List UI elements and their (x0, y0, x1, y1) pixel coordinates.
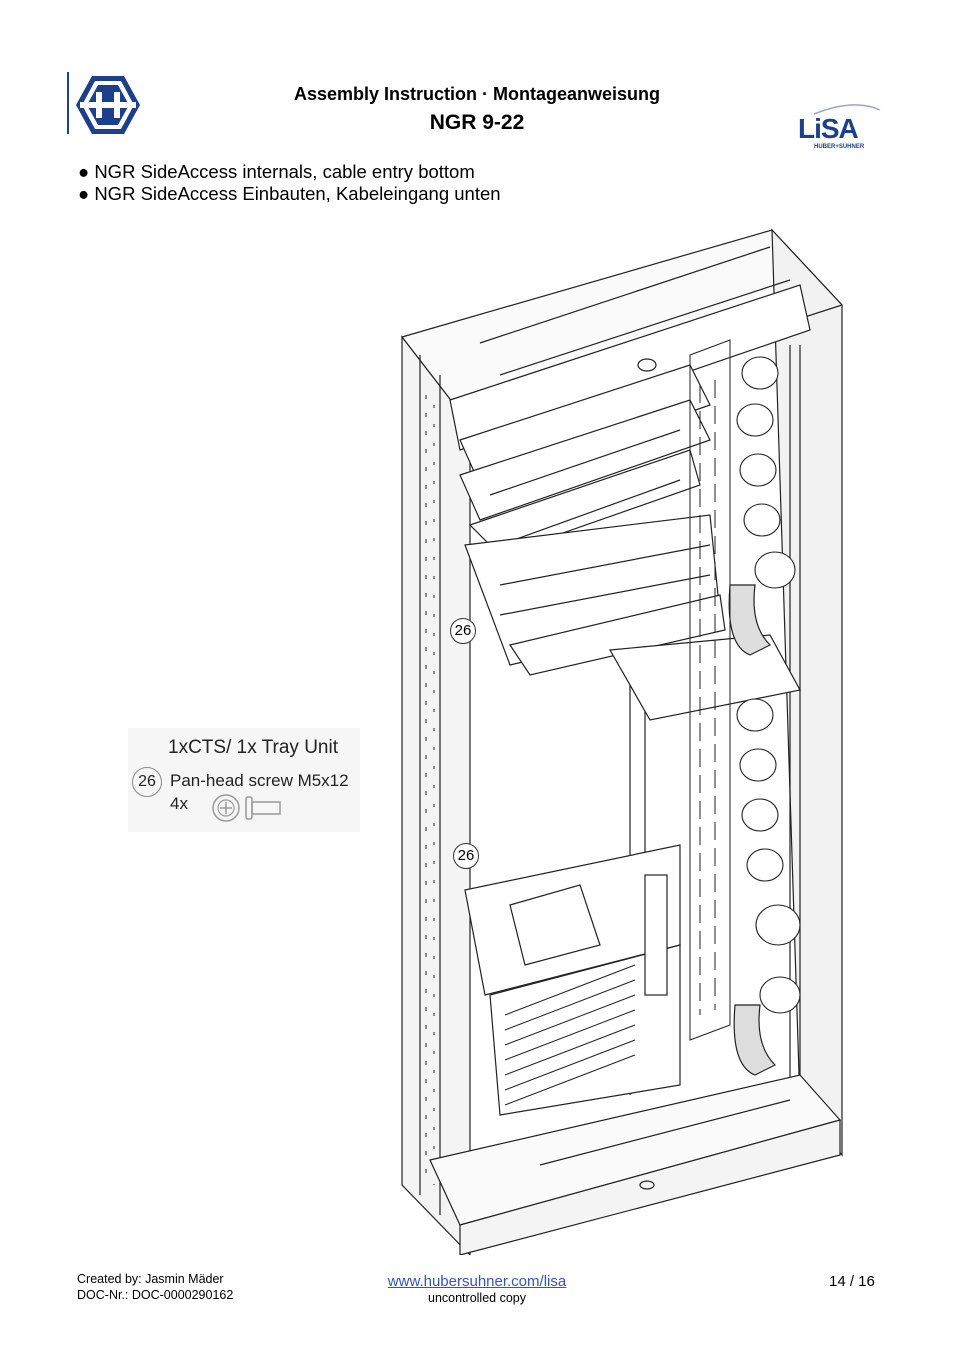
pan-head-screw-icon (210, 793, 290, 823)
svg-text:HUBER+SUHNER: HUBER+SUHNER (814, 144, 865, 150)
legend-part-number: 26 (132, 767, 162, 797)
document-subtitle: NGR 9-22 (429, 111, 525, 134)
bullet-german: ● NGR SideAccess Einbauten, Kabeleingang… (78, 183, 501, 204)
document-title: Assembly Instruction · Montageanweisung (293, 84, 661, 104)
parts-legend (128, 728, 360, 832)
footer-created-by: Created by: Jasmin Mäder (77, 1272, 224, 1286)
legend-part-quantity: 4x (170, 794, 188, 813)
legend-part-description: Pan-head screw M5x12 (170, 771, 349, 790)
diagram-callout-26: 26 (450, 618, 476, 644)
svg-text:LiSA: LiSA (798, 113, 859, 144)
legend-title: 1xCTS/ 1x Tray Unit (168, 737, 338, 758)
rack-assembly-drawing (390, 225, 850, 1257)
footer-website-link[interactable]: www.hubersuhner.com/lisa (387, 1273, 567, 1290)
lisa-logo: LiSA HUBER+SUHNER (794, 104, 890, 152)
page-number: 14 / 16 (829, 1273, 875, 1290)
footer-copy-note: uncontrolled copy (428, 1291, 526, 1305)
huber-suhner-logo (66, 72, 144, 138)
bullet-english: ● NGR SideAccess internals, cable entry … (78, 161, 475, 182)
diagram-callout-26: 26 (453, 843, 479, 869)
footer-doc-number: DOC-Nr.: DOC-0000290162 (77, 1288, 234, 1302)
